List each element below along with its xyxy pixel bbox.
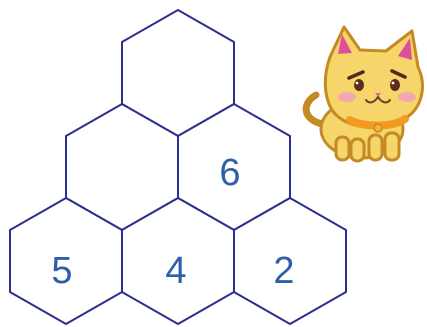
angry-cat-icon [306, 27, 422, 161]
hex-pyramid: 6 5 4 2 [10, 10, 346, 324]
hex-number: 2 [273, 250, 294, 292]
hex-number: 4 [165, 250, 186, 292]
hex-number: 6 [219, 152, 240, 194]
hex-number: 5 [51, 250, 72, 292]
